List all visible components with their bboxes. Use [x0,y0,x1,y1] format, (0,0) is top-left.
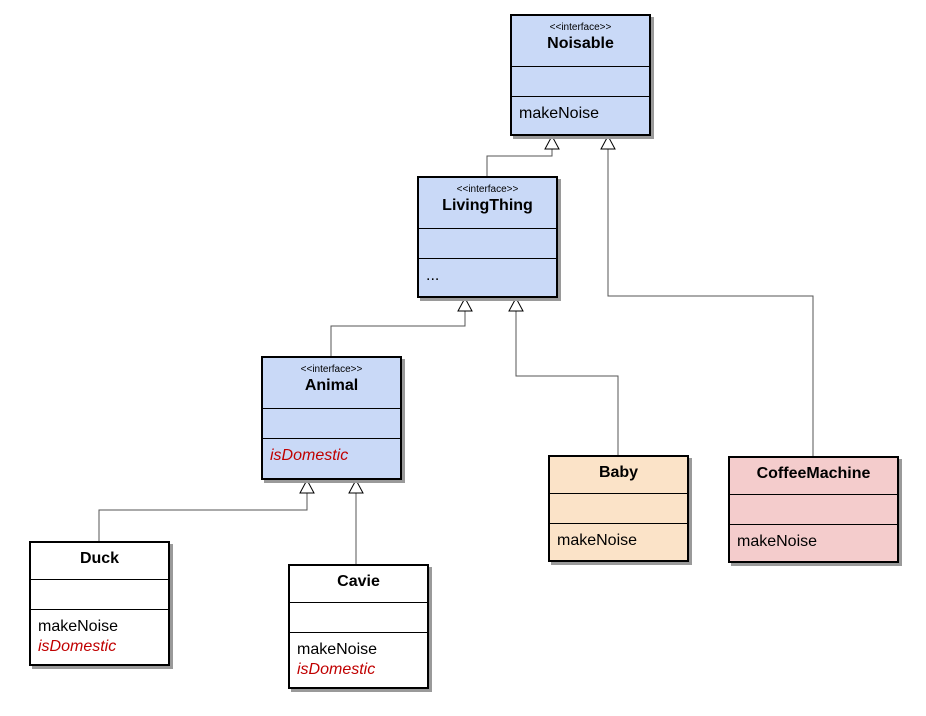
class-name: Animal [304,377,359,394]
attributes-compartment [290,603,427,633]
class-name: CoffeeMachine [756,465,871,482]
attributes-compartment [730,495,897,525]
stereotype-label: <<interface>> [549,22,612,33]
edge-coffeemachine-noisable [607,149,814,456]
class-name: Noisable [547,35,614,52]
operations-compartment: makeNoise isDomestic [290,633,427,680]
operations-compartment: ... [419,259,556,286]
class-header: <<interface>> Animal [263,358,400,409]
class-header: Duck [31,543,168,580]
operations-compartment: makeNoise isDomestic [31,610,168,657]
operation-isdomestic: isDomestic [270,447,349,464]
operation-ellipsis: ... [426,267,440,284]
class-duck[interactable]: Duck makeNoise isDomestic [29,541,170,666]
class-livingthing[interactable]: <<interface>> LivingThing ... [417,176,558,298]
edge-animal-livingthing [330,311,466,356]
class-header: <<interface>> LivingThing [419,178,556,229]
arrowhead-noisable-right [600,134,616,150]
operation-makenoise: makeNoise [38,618,119,635]
operation-makenoise: makeNoise [737,533,818,550]
operations-compartment: makeNoise [550,524,687,551]
edge-livingthing-noisable [486,149,553,176]
class-header: Cavie [290,566,427,603]
operation-makenoise: makeNoise [297,641,378,658]
class-name: LivingThing [442,197,533,214]
edge-duck-animal [98,493,308,541]
stereotype-label: <<interface>> [300,364,363,375]
operation-isdomestic: isDomestic [297,661,376,678]
operations-compartment: makeNoise [512,97,649,124]
attributes-compartment [419,229,556,259]
operations-compartment: isDomestic [263,439,400,466]
class-cavie[interactable]: Cavie makeNoise isDomestic [288,564,429,689]
attributes-compartment [550,494,687,524]
arrowhead-animal-left [299,478,315,494]
class-coffeemachine[interactable]: CoffeeMachine makeNoise [728,456,899,563]
operation-makenoise: makeNoise [557,532,638,549]
arrowhead-livingthing-right [508,296,524,312]
class-name: Baby [598,464,639,481]
attributes-compartment [31,580,168,610]
stereotype-label: <<interface>> [456,184,519,195]
operations-compartment: makeNoise [730,525,897,552]
class-header: CoffeeMachine [730,458,897,495]
class-header: <<interface>> Noisable [512,16,649,67]
class-header: Baby [550,457,687,494]
class-animal[interactable]: <<interface>> Animal isDomestic [261,356,402,480]
class-name: Duck [79,550,120,567]
arrowhead-livingthing-left [457,296,473,312]
class-name: Cavie [337,573,380,590]
attributes-compartment [263,409,400,439]
class-noisable[interactable]: <<interface>> Noisable makeNoise [510,14,651,136]
class-baby[interactable]: Baby makeNoise [548,455,689,562]
arrowhead-noisable-left [544,134,560,150]
edge-baby-livingthing [515,311,619,455]
operation-makenoise: makeNoise [519,105,600,122]
operation-isdomestic: isDomestic [38,638,117,655]
attributes-compartment [512,67,649,97]
arrowhead-animal-right [348,478,364,494]
